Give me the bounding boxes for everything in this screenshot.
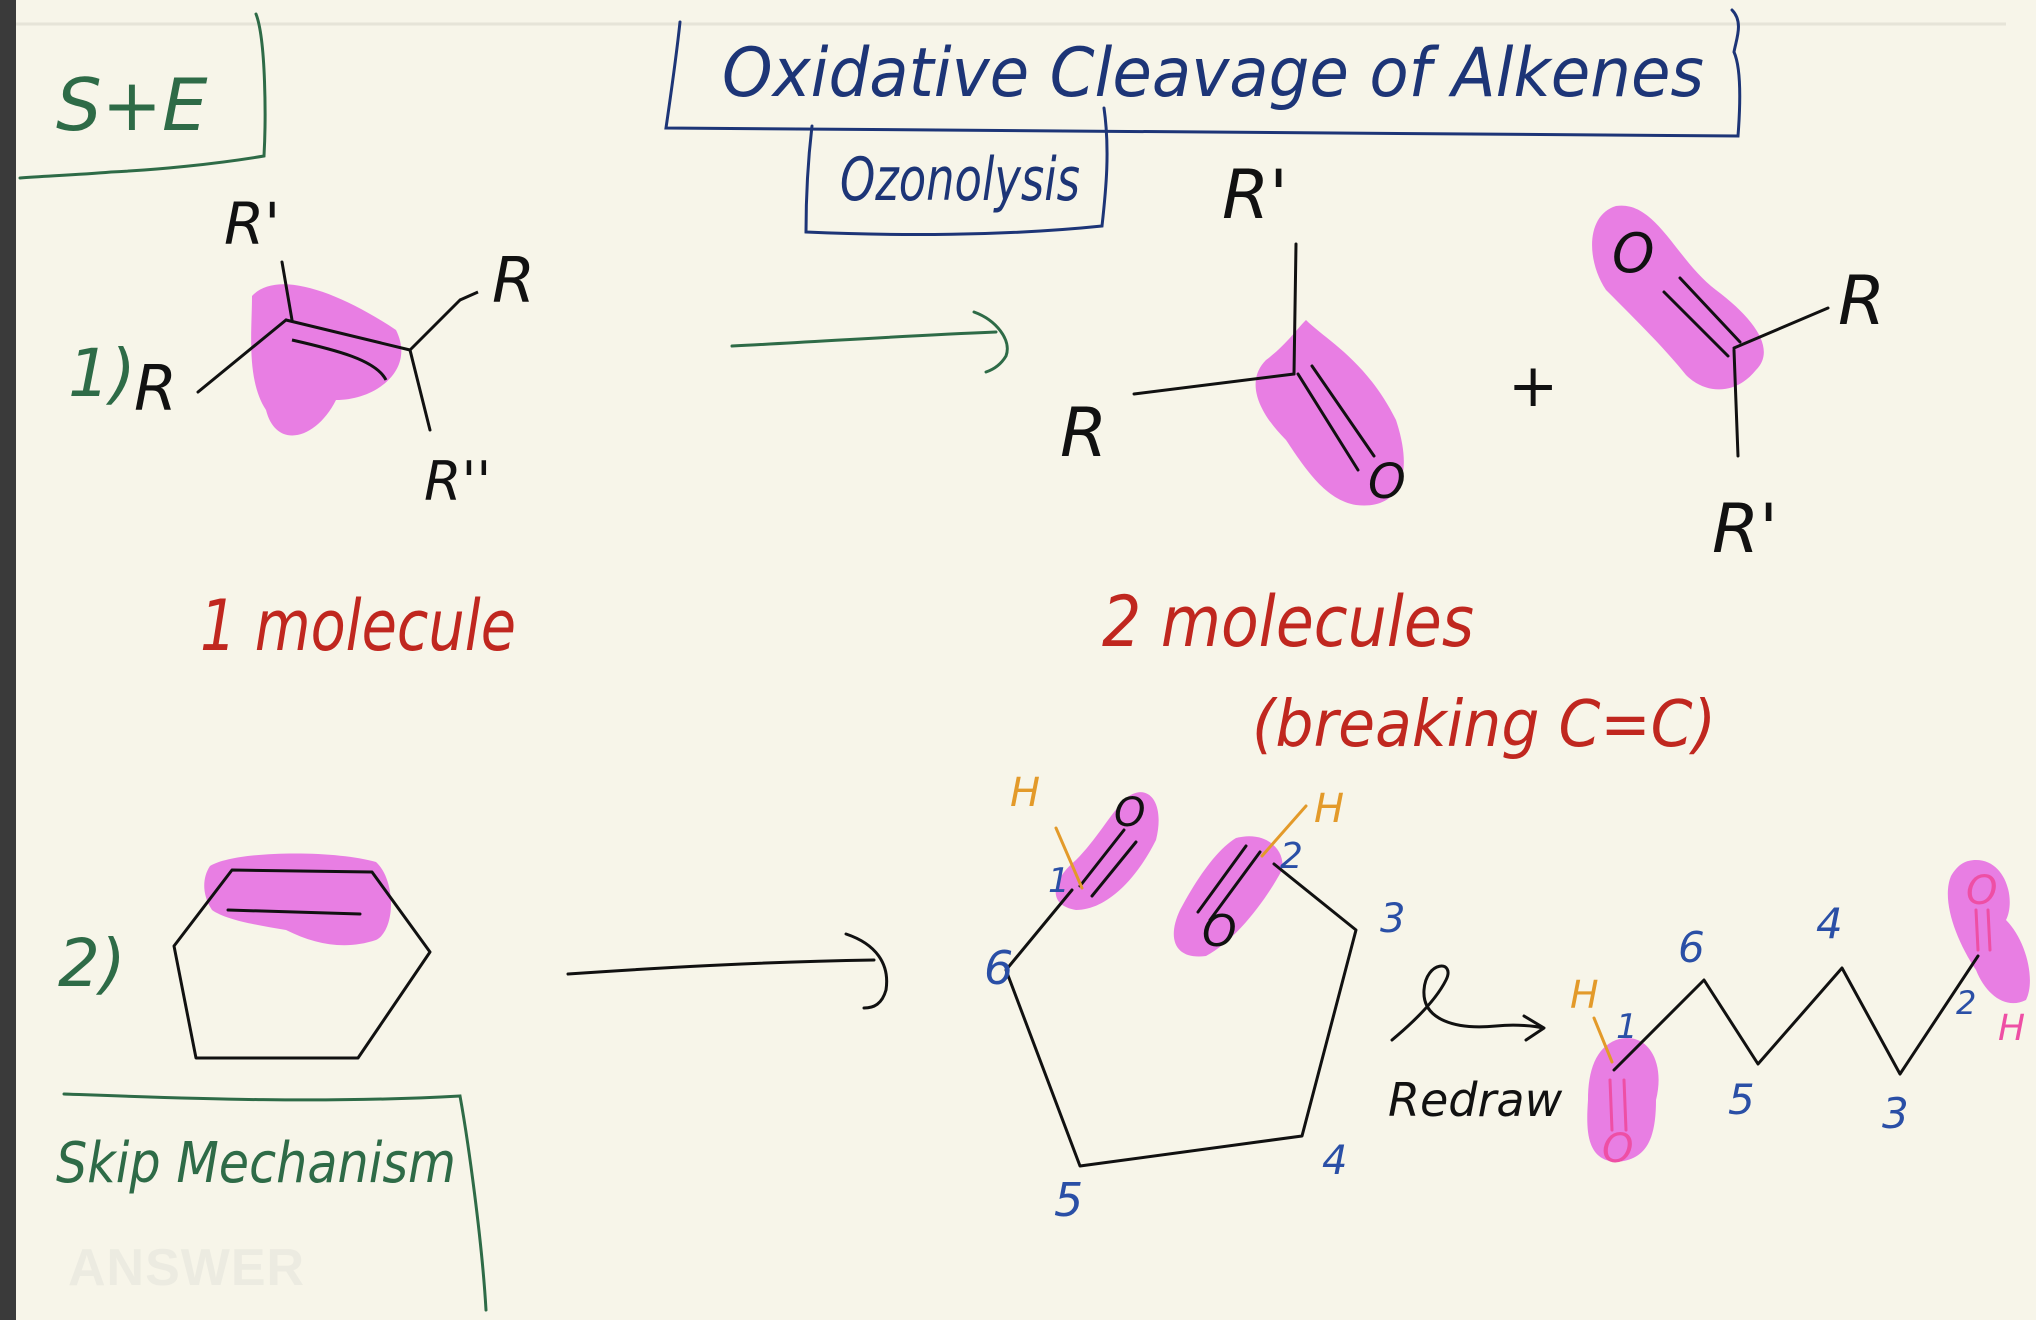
product-b-oxygen: O	[1612, 222, 1655, 285]
reaction-arrow-1	[730, 310, 1009, 374]
corner-box: S+E	[18, 12, 267, 180]
problem-2-reactant-ring	[172, 853, 432, 1060]
answer-watermark: ANSWER	[68, 1239, 306, 1297]
problem-1-product-a: R' R O	[1060, 156, 1406, 510]
ring-number-3: 3	[1380, 896, 1405, 942]
product-a-group-top: R'	[1222, 156, 1288, 235]
problem-1-reactant: R' R R R''	[134, 190, 535, 513]
ring-number-6: 6	[984, 941, 1013, 995]
chain-number-6: 6	[1678, 923, 1705, 972]
reactant-count-note: 1 molecule	[200, 585, 516, 667]
product-a-group-left: R	[1060, 394, 1107, 473]
chain-h-1: H	[1570, 973, 1599, 1017]
problem-1-number: 1)	[68, 335, 136, 412]
chain-oxygen-2: O	[1966, 868, 1997, 914]
problem-1-product-b: O R R'	[1592, 205, 1885, 569]
chain-oxygen-1: O	[1602, 1126, 1633, 1172]
product-count-subnote: (breaking C=C)	[1252, 688, 1716, 762]
ring-h-1: H	[1010, 770, 1040, 816]
ring-number-5: 5	[1054, 1173, 1083, 1227]
corner-label: S+E	[56, 63, 208, 147]
problem-2-number: 2)	[58, 925, 126, 1002]
chain-aldehyde-1-highlight	[1587, 1038, 1659, 1162]
chain-number-2: 2	[1956, 984, 1976, 1022]
window-edge	[0, 0, 16, 1320]
ring-number-2: 2	[1280, 836, 1303, 877]
plus-sign: +	[1508, 351, 1558, 421]
page-title: Oxidative Cleavage of Alkenes	[722, 34, 1704, 113]
product-b-group-bottom: R'	[1712, 490, 1778, 569]
skip-mechanism-box: Skip Mechanism	[56, 1092, 488, 1312]
ring-oxygen-1: O	[1114, 790, 1145, 836]
ring-h-2: H	[1314, 786, 1344, 832]
reactant-group-bottom: R''	[424, 450, 491, 513]
alkene-highlight	[204, 853, 391, 946]
whiteboard-canvas[interactable]: S+E Oxidative Cleavage of Alkenes Ozonol…	[16, 0, 2036, 1320]
chain-h-2: H	[1998, 1008, 2025, 1049]
title-box: Oxidative Cleavage of Alkenes	[664, 8, 1742, 138]
subtitle: Ozonolysis	[840, 145, 1080, 215]
reactant-group-top: R'	[224, 190, 280, 258]
problem-2-open-chain: O O H H 1 6 4 5 3 2	[1570, 860, 2030, 1172]
product-b-highlight	[1592, 205, 1764, 390]
handwritten-notes: S+E Oxidative Cleavage of Alkenes Ozonol…	[16, 8, 2030, 1312]
chain-number-5: 5	[1728, 1075, 1755, 1124]
reactant-group-right: R	[492, 244, 535, 317]
reactant-highlight	[251, 284, 402, 436]
chain-number-4: 4	[1816, 899, 1843, 948]
redraw-arrow	[1390, 964, 1546, 1042]
problem-2-product-ring: O O H H 1 2 3 4 5 6	[984, 770, 1405, 1227]
product-b-group-right: R	[1838, 262, 1885, 341]
ring-oxygen-2: O	[1202, 906, 1237, 957]
chain-number-3: 3	[1882, 1089, 1909, 1138]
subtitle-box: Ozonolysis	[804, 106, 1109, 236]
reactant-group-left: R	[134, 352, 177, 425]
skip-mechanism-label: Skip Mechanism	[56, 1131, 456, 1196]
ring-number-1: 1	[1048, 861, 1070, 901]
reaction-arrow-2	[566, 932, 889, 1010]
chain-number-1: 1	[1616, 1007, 1638, 1047]
ring-number-4: 4	[1322, 1138, 1347, 1184]
product-count-note: 2 molecules	[1102, 581, 1474, 663]
redraw-label: Redraw	[1388, 1073, 1563, 1127]
product-a-oxygen: O	[1368, 454, 1406, 510]
